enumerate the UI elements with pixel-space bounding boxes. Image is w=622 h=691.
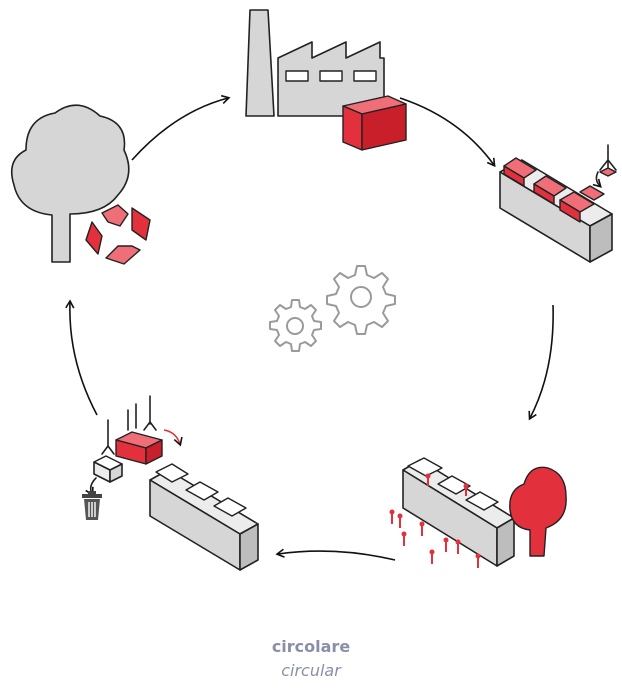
arrow-use-to-disassembly (275, 548, 396, 561)
disassembly-icon (85, 429, 259, 571)
building-block-icon (499, 144, 617, 263)
arrow-tree-to-factory (131, 94, 231, 161)
crane-hook-icon (101, 395, 157, 455)
crowd-icon (389, 473, 481, 568)
caption-subtitle: circular (281, 661, 341, 680)
tree-icon (10, 104, 130, 263)
arrow-disassembly-to-tree (65, 299, 98, 416)
building-in-use-icon (402, 457, 567, 567)
trash-icon (82, 491, 102, 520)
arrow-building-to-use (528, 304, 554, 421)
factory-icon (245, 9, 407, 151)
cycle-arrows (65, 94, 554, 561)
recycle-icon (85, 204, 151, 265)
gears-icon (269, 265, 396, 352)
arrow-factory-to-building (399, 97, 496, 168)
caption-title: circolare (271, 637, 351, 656)
